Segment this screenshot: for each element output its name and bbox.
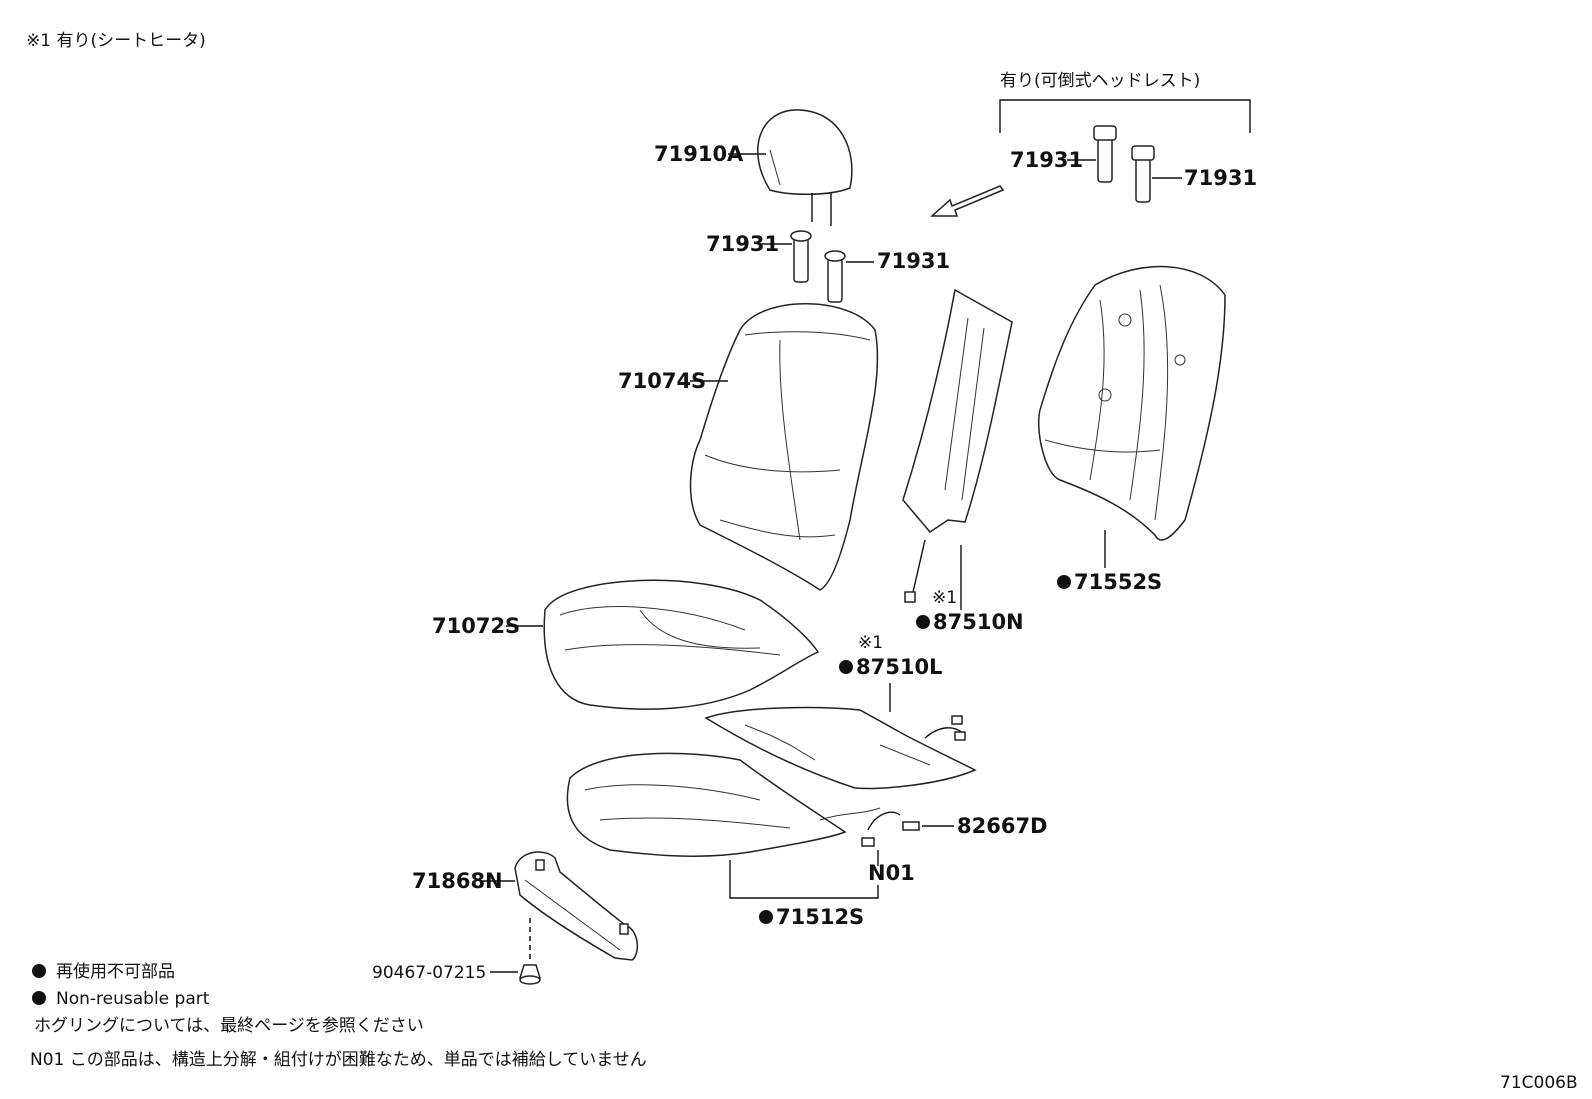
mark-87510N: ※1	[932, 588, 957, 608]
label-87510L: 87510L	[856, 655, 942, 679]
legend-non-reusable-en: Non-reusable part	[56, 989, 210, 1009]
foldable-headrest-note: 有り(可倒式ヘッドレスト)	[1000, 71, 1200, 91]
seatback-heater-part	[902, 288, 1013, 603]
legend-non-reusable-jp: 再使用不可部品	[56, 961, 175, 982]
label-71931-right: 71931	[877, 249, 950, 273]
label-90467-07215: 90467-07215	[372, 963, 486, 983]
label-71512S: 71512S	[776, 905, 864, 929]
headrest-part	[757, 109, 853, 226]
direction-arrow-icon	[930, 185, 1005, 217]
foldable-support-left	[1093, 125, 1117, 183]
label-71931-fold-right: 71931	[1184, 166, 1257, 190]
side-shield-part	[514, 851, 639, 961]
non-reusable-dot-icon	[1057, 575, 1071, 589]
mark-87510L: ※1	[858, 633, 883, 653]
foldable-support-right	[1131, 145, 1155, 203]
figure-code: 71C006B	[1500, 1073, 1578, 1093]
legend-dot-icon	[32, 964, 46, 978]
headrest-support-left	[790, 230, 812, 283]
clip-part	[519, 964, 541, 985]
legend-N01-note: N01 この部品は、構造上分解・組付けが困難なため、単品では補給していません	[30, 1050, 647, 1070]
label-N01: N01	[868, 861, 915, 885]
label-82667D: 82667D	[957, 814, 1048, 838]
label-87510N: 87510N	[933, 610, 1024, 634]
label-71552S: 71552S	[1074, 570, 1162, 594]
non-reusable-dot-icon	[916, 615, 930, 629]
foldable-bracket	[999, 99, 1251, 133]
legend-dot-icon	[32, 991, 46, 1005]
headrest-support-right	[824, 250, 846, 303]
non-reusable-dot-icon	[759, 910, 773, 924]
non-reusable-dot-icon	[839, 660, 853, 674]
seatback-pad-part	[1037, 265, 1226, 541]
legend-hog-ring-note: ホグリングについては、最終ページを参照ください	[34, 1016, 424, 1036]
seat-cushion-heater-part	[704, 706, 977, 790]
seat-cushion-pad-part	[566, 752, 920, 857]
seat-heater-note: ※1 有り(シートヒータ)	[26, 31, 206, 51]
N01-bracket	[729, 860, 879, 899]
seat-cushion-cover-part	[543, 579, 820, 710]
seatback-cover-part	[689, 303, 879, 591]
label-71072S: 71072S	[432, 614, 520, 638]
